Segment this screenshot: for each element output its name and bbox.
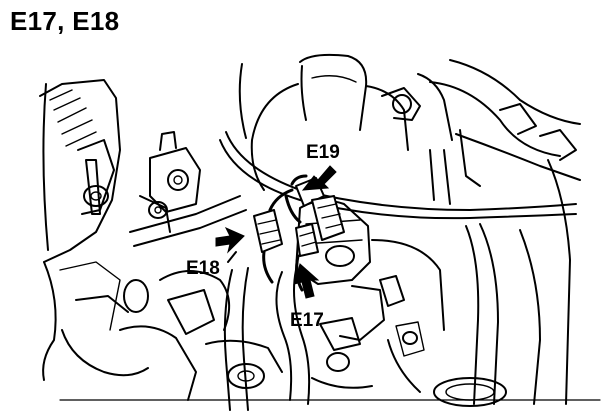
top-hose-assembly	[238, 53, 581, 191]
callout-arrow-e19	[301, 165, 337, 191]
label-e18-leader	[227, 251, 237, 263]
label-e17: E17	[290, 310, 324, 331]
lower-left-assembly	[59, 270, 601, 401]
label-e18: E18	[186, 258, 220, 279]
callout-arrow-e18	[215, 226, 245, 254]
central-connector-cluster	[223, 174, 371, 411]
right-side-assembly	[339, 159, 571, 407]
page-title: E17, E18	[10, 6, 120, 36]
left-intake-assembly	[39, 79, 149, 381]
crossing-tube	[219, 129, 577, 220]
label-e19: E19	[306, 142, 340, 163]
callout-arrow-e17	[293, 263, 320, 299]
bracket-assembly	[129, 131, 247, 247]
